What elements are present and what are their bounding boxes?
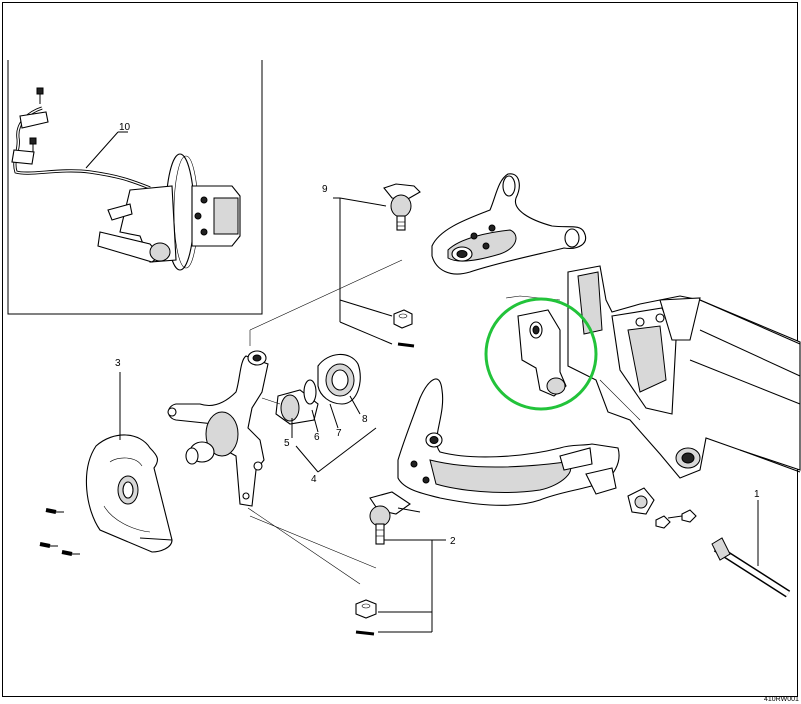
- lower-nut-and-pin: [355, 599, 377, 636]
- torsion-bar: [711, 537, 791, 598]
- steering-knuckle: [167, 350, 269, 507]
- lower-pivot-bushing: [627, 487, 697, 529]
- callout-9: 9: [322, 184, 328, 195]
- upper-nut-and-pin: [393, 309, 415, 348]
- callout-7: 7: [336, 428, 342, 439]
- inset-bolt-top: [29, 87, 44, 152]
- callout-1: 1: [754, 489, 760, 500]
- callout-8: 8: [362, 414, 368, 425]
- inset-hub-assembly: 10: [11, 87, 241, 271]
- callout-4: 4: [311, 474, 317, 485]
- splash-shield-bolts: [39, 508, 80, 556]
- figure-reference-code: 410RW001: [764, 696, 799, 703]
- wheel-bearing-set: [275, 353, 361, 425]
- lower-ball-joint: [369, 491, 421, 545]
- upper-ball-joint: [383, 183, 421, 231]
- callout-5: 5: [284, 438, 290, 449]
- splash-shield: [85, 434, 173, 553]
- highlight-circle: [484, 297, 598, 411]
- lower-control-arm: [397, 378, 620, 506]
- callout-6: 6: [314, 432, 320, 443]
- frame-mounting-bracket: [505, 295, 567, 397]
- inset-frame: [7, 60, 263, 315]
- frame-crossmember: [567, 265, 801, 479]
- callout-2: 2: [450, 536, 456, 547]
- upper-control-arm: [431, 173, 586, 275]
- callout-10: 10: [119, 122, 131, 133]
- callout-3: 3: [115, 358, 121, 369]
